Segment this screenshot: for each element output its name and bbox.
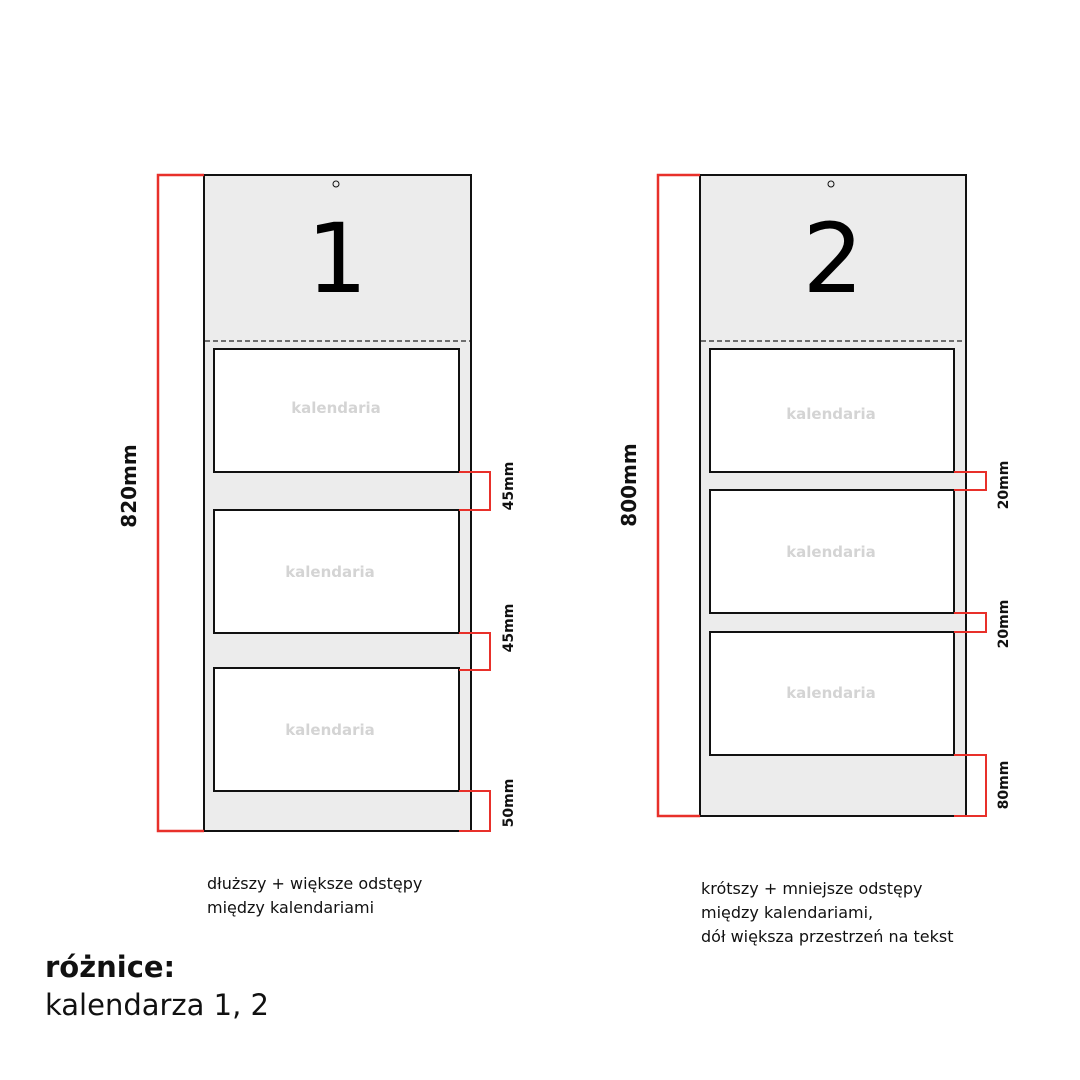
calendar-1: 1 kalendaria kalendaria kalendaria 820mm…	[117, 173, 517, 833]
caption-line: dłuższy + większe odstępy	[207, 874, 423, 893]
calendar-2-hanging-hole-icon	[827, 180, 835, 188]
panel-label: kalendaria	[291, 399, 381, 417]
caption-line: dół większa przestrzeń na tekst	[701, 927, 954, 946]
gap-label: 80mm	[996, 761, 1012, 810]
gap-bracket	[954, 471, 987, 491]
gap-bracket	[954, 754, 987, 817]
gap-bracket	[459, 790, 491, 832]
calendar-1-caption: dłuższy + większe odstępy między kalenda…	[207, 872, 422, 920]
calendar-2-number: 2	[802, 203, 863, 315]
panel-label: kalendaria	[285, 563, 375, 581]
gap-label: 20mm	[996, 600, 1012, 649]
caption-line: między kalendariami,	[701, 903, 874, 922]
calendar-2-height-label: 800mm	[617, 443, 641, 526]
gap-bracket	[459, 632, 491, 671]
calendar-1-panel-2	[213, 509, 460, 634]
calendar-2: 2 kalendaria kalendaria kalendaria 800mm…	[617, 173, 1012, 818]
panel-label: kalendaria	[786, 543, 876, 561]
title-heading: różnice:	[45, 950, 176, 984]
calendar-1-height-label: 820mm	[117, 444, 141, 527]
gap-label: 45mm	[501, 462, 517, 511]
caption-line: krótszy + mniejsze odstępy	[701, 879, 923, 898]
gap-label: 45mm	[501, 604, 517, 653]
gap-bracket	[459, 471, 491, 511]
calendar-1-height-bracket	[156, 173, 204, 833]
panel-label: kalendaria	[786, 405, 876, 423]
calendar-1-hanging-hole-icon	[332, 180, 340, 188]
calendar-2-panel-1	[709, 348, 955, 473]
gap-label: 20mm	[996, 461, 1012, 510]
panel-label: kalendaria	[786, 684, 876, 702]
calendar-1-panel-1	[213, 348, 460, 473]
calendar-2-panel-2	[709, 489, 955, 614]
panel-label: kalendaria	[285, 721, 375, 739]
calendar-2-caption: krótszy + mniejsze odstępy między kalend…	[701, 877, 954, 949]
gap-label: 50mm	[501, 779, 517, 828]
calendar-1-panel-3	[213, 667, 460, 792]
caption-line: między kalendariami	[207, 898, 375, 917]
gap-bracket	[954, 612, 987, 633]
title-subtitle: kalendarza 1, 2	[45, 988, 269, 1022]
calendar-2-panel-3	[709, 631, 955, 756]
calendar-1-number: 1	[306, 203, 367, 315]
calendar-2-height-bracket	[656, 173, 700, 818]
